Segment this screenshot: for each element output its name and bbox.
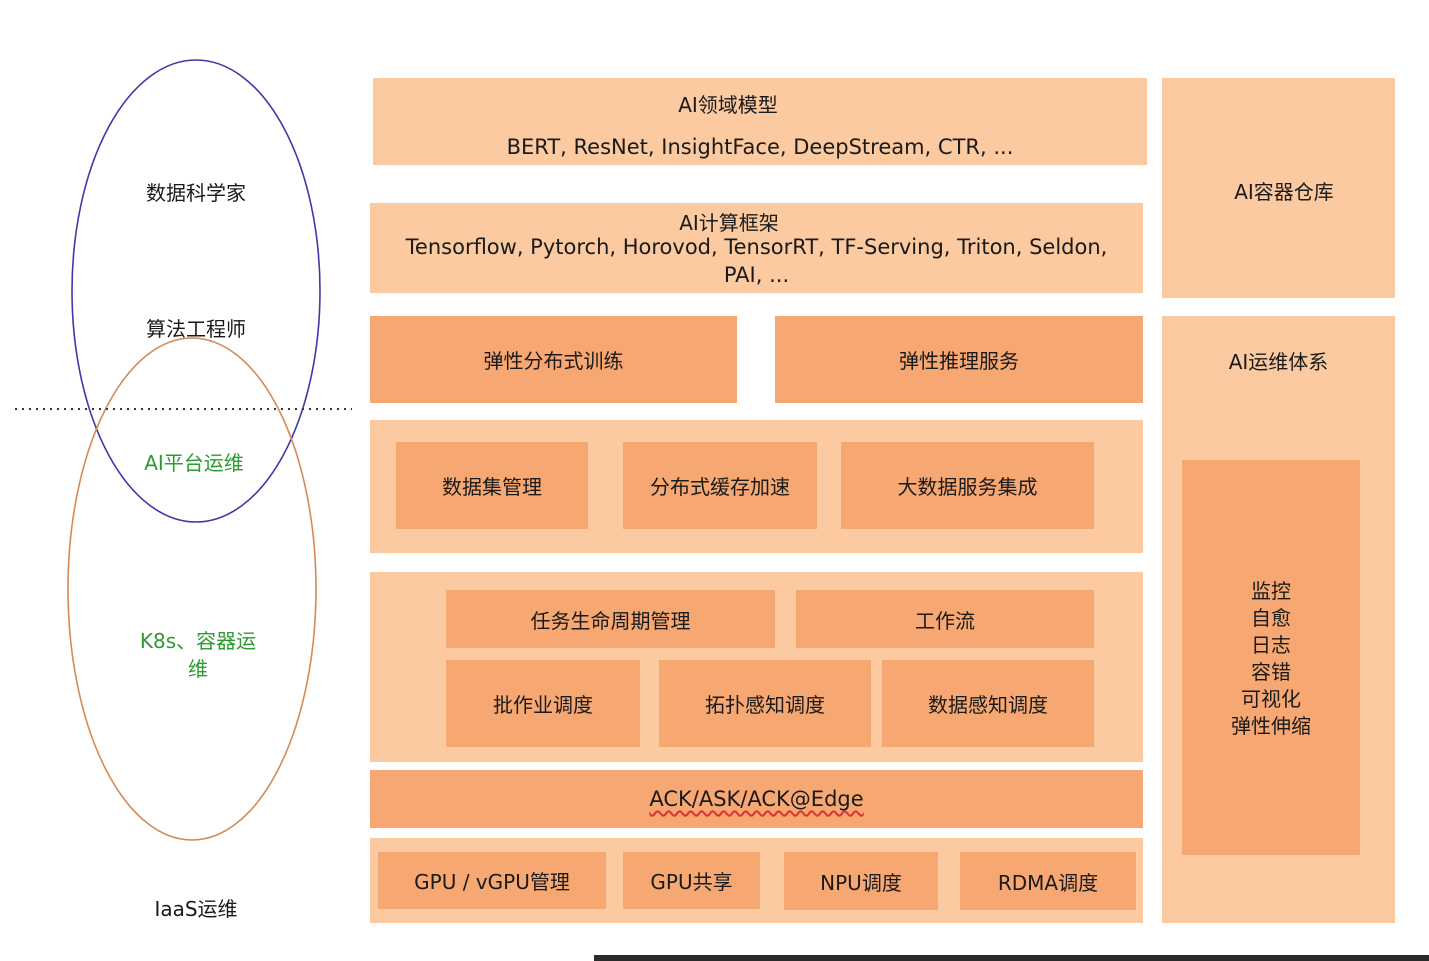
role-ai-platform-ops: AI平台运维 [144, 451, 244, 475]
ai-frameworks-items-cont: PAI, ... [723, 263, 790, 287]
npu-scheduling-block: NPU调度 [784, 852, 938, 910]
ops-item-visualization: 可视化 [1241, 687, 1301, 711]
elastic-inference-block: 弹性推理服务 [775, 316, 1143, 403]
batch-scheduling-block: 批作业调度 [446, 660, 640, 747]
data-science-ellipse [71, 59, 321, 523]
ops-item-autoscaling: 弹性伸缩 [1231, 714, 1311, 738]
ops-ellipse [67, 337, 317, 841]
role-algorithm-engineer: 算法工程师 [146, 317, 246, 341]
dataset-management-block: 数据集管理 [396, 442, 588, 529]
topology-aware-scheduling-block: 拓扑感知调度 [659, 660, 871, 747]
ai-frameworks-title: AI计算框架 [679, 211, 779, 235]
ai-frameworks-layer [370, 203, 1143, 293]
gpu-vgpu-management-block: GPU / vGPU管理 [378, 852, 606, 909]
role-k8s-container-ops: K8s、容器运维 [139, 629, 257, 681]
role-iaas-ops: IaaS运维 [154, 897, 238, 921]
role-data-scientist: 数据科学家 [146, 181, 246, 205]
bottom-edge-bar [594, 955, 1429, 961]
elastic-training-block: 弹性分布式训练 [370, 316, 737, 403]
ops-item-logging: 日志 [1251, 633, 1291, 657]
ai-domain-models-title: AI领域模型 [678, 93, 778, 117]
ai-ops-items-list: 监控 自愈 日志 容错 可视化 弹性伸缩 [1182, 578, 1360, 740]
ops-item-self-healing: 自愈 [1251, 606, 1291, 630]
ack-label: ACK/ASK/ACK@Edge [649, 787, 864, 811]
ack-layer: ACK/ASK/ACK@Edge [370, 770, 1143, 828]
ai-container-registry-label: AI容器仓库 [1234, 180, 1334, 204]
data-aware-scheduling-block: 数据感知调度 [882, 660, 1094, 747]
role-diagram [15, 59, 352, 841]
distributed-cache-block: 分布式缓存加速 [623, 442, 817, 529]
workflow-block: 工作流 [796, 590, 1094, 648]
ai-domain-models-layer [373, 78, 1147, 165]
ai-ops-system-title: AI运维体系 [1228, 350, 1329, 374]
gpu-sharing-block: GPU共享 [623, 852, 760, 909]
rdma-scheduling-block: RDMA调度 [960, 852, 1136, 910]
ai-domain-models-items: BERT, ResNet, InsightFace, DeepStream, C… [506, 135, 1014, 159]
ai-container-registry-block [1162, 78, 1395, 298]
bigdata-integration-block: 大数据服务集成 [841, 442, 1094, 529]
ops-item-fault-tolerance: 容错 [1251, 660, 1291, 684]
ops-item-monitoring: 监控 [1251, 579, 1291, 603]
ai-ops-items-block [1182, 460, 1360, 855]
ai-frameworks-items: Tensorflow, Pytorch, Horovod, TensorRT, … [405, 235, 1108, 259]
task-lifecycle-block: 任务生命周期管理 [446, 590, 775, 648]
